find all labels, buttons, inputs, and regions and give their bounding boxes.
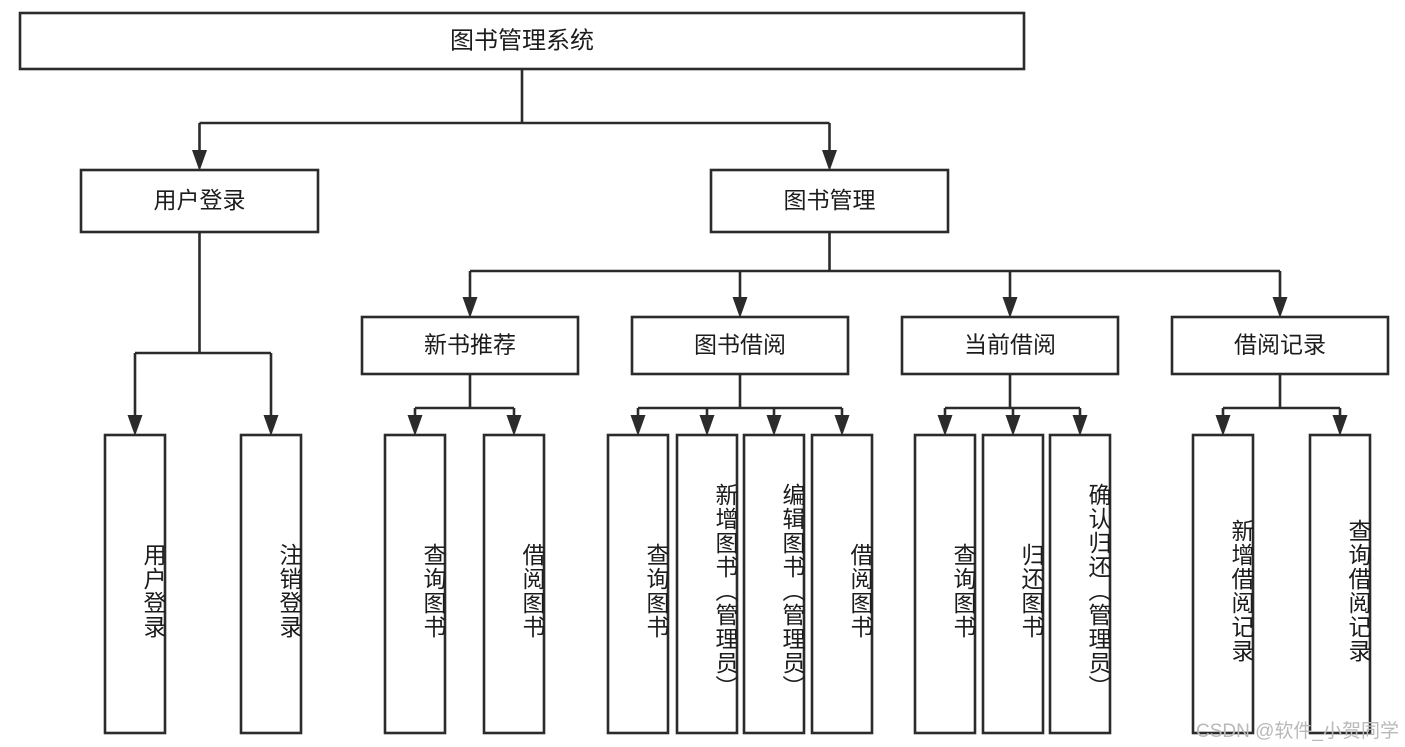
node-box[interactable]	[239, 433, 303, 735]
node-box[interactable]	[742, 433, 806, 735]
arrow-head-icon	[937, 415, 953, 436]
node-box[interactable]	[709, 168, 950, 234]
arrow-head-icon	[732, 297, 748, 318]
arrow-head-icon	[506, 415, 522, 436]
arrow-head-icon	[1332, 415, 1348, 436]
arrow-head-icon	[834, 415, 850, 436]
node-label: 新书推荐	[424, 332, 516, 358]
arrow-head-icon	[699, 415, 715, 436]
node-label: 借阅记录	[1234, 332, 1326, 358]
node-box[interactable]	[482, 433, 546, 735]
node-box[interactable]	[103, 433, 167, 735]
arrow-head-icon	[1002, 297, 1018, 318]
node-box[interactable]	[810, 433, 874, 735]
node-box[interactable]	[1048, 433, 1112, 735]
csdn-watermark: CSDN @软件_小贺同学	[1196, 721, 1399, 742]
arrow-head-icon	[1005, 415, 1021, 436]
node-label: 用户登录	[154, 187, 246, 213]
node-box[interactable]	[360, 315, 580, 376]
node-box[interactable]	[1170, 315, 1390, 376]
node-box[interactable]	[383, 433, 447, 735]
arrow-head-icon	[127, 415, 143, 436]
node-box-layer	[18, 11, 1390, 735]
node-box[interactable]	[981, 433, 1045, 735]
node-label: 图书借阅	[694, 332, 786, 358]
arrow-head-icon	[630, 415, 646, 436]
node-label: 当前借阅	[964, 332, 1056, 358]
arrow-head-icon	[192, 150, 207, 171]
node-label: 图书管理系统	[450, 27, 594, 54]
arrow-head-icon	[1072, 415, 1088, 436]
arrow-head-icon	[407, 415, 423, 436]
node-box[interactable]	[1191, 433, 1255, 735]
arrow-head-icon	[263, 415, 279, 436]
arrow-head-icon	[462, 297, 478, 318]
node-box[interactable]	[913, 433, 977, 735]
arrow-head-icon	[1272, 297, 1288, 318]
node-box[interactable]	[1308, 433, 1372, 735]
node-box[interactable]	[630, 315, 850, 376]
node-box[interactable]	[675, 433, 739, 735]
node-box[interactable]	[606, 433, 670, 735]
arrow-head-icon	[1215, 415, 1231, 436]
node-box[interactable]	[900, 315, 1120, 376]
connector-layer	[127, 69, 1348, 436]
arrow-head-icon	[822, 150, 837, 171]
arrow-head-icon	[766, 415, 782, 436]
node-label: 图书管理	[784, 187, 876, 213]
node-box[interactable]	[18, 11, 1026, 71]
node-box[interactable]	[79, 168, 320, 234]
